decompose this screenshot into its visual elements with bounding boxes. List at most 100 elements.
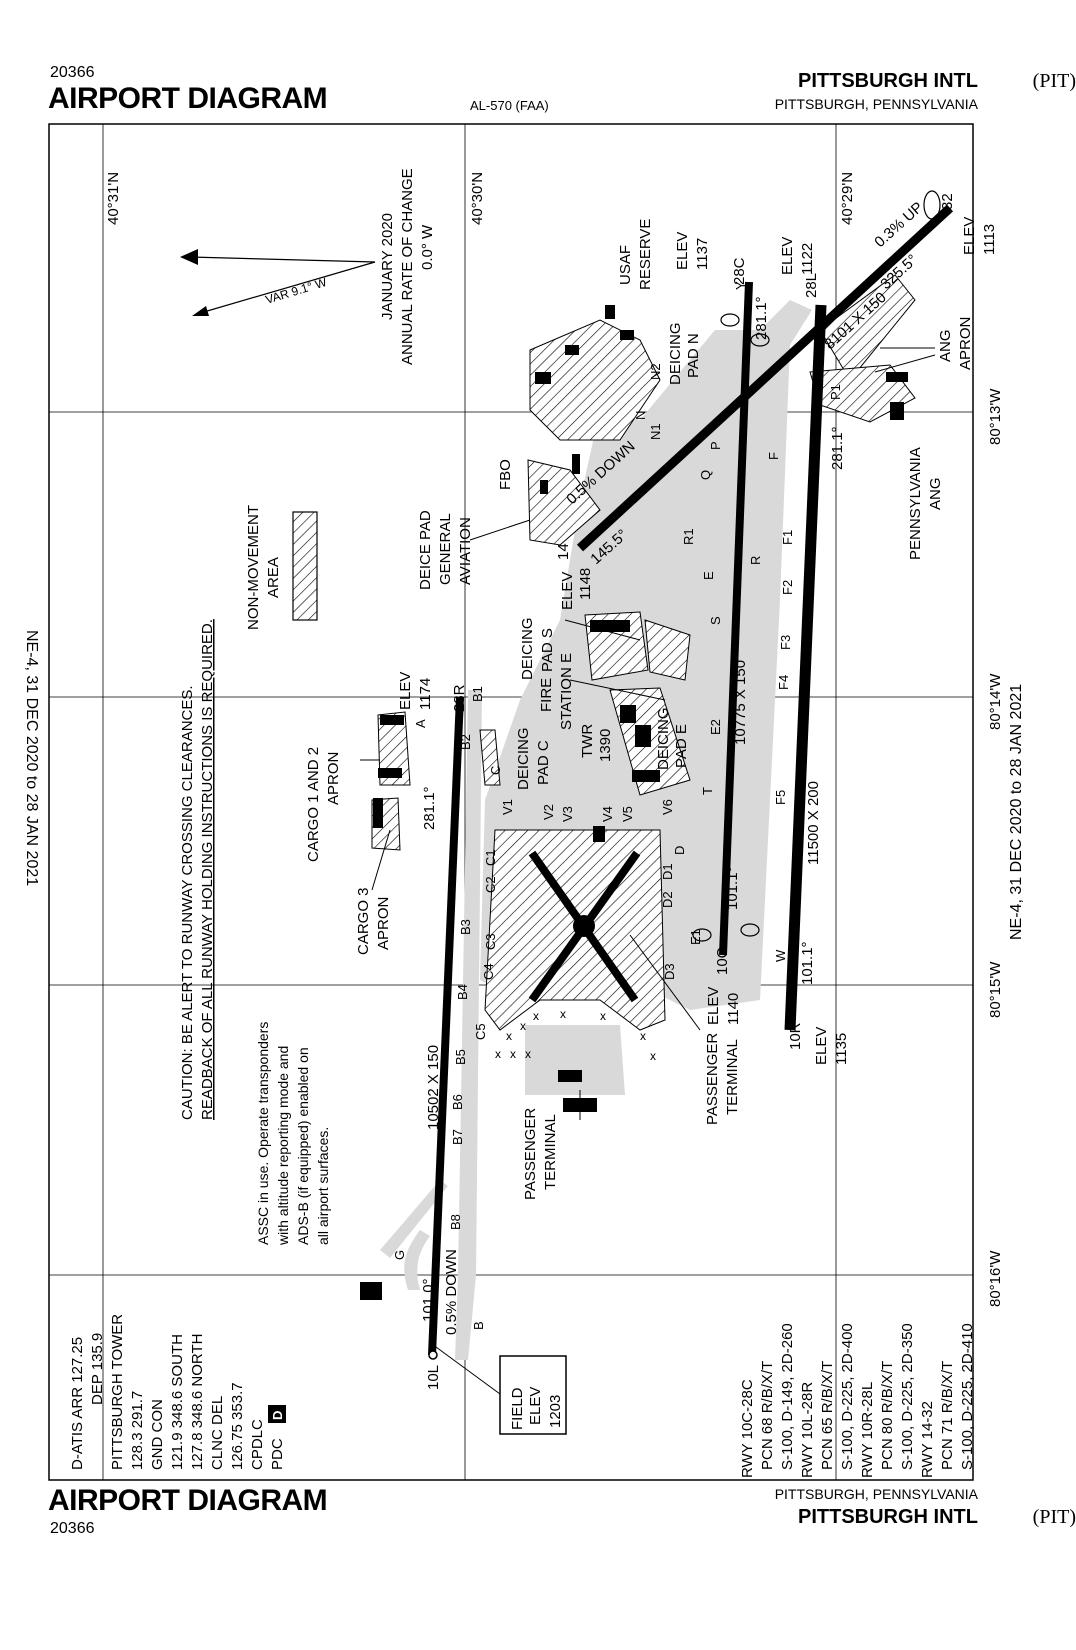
freq-gnd-north: 127.8 348.6 NORTH xyxy=(189,1334,206,1470)
rwy-data-0-l1: PCN 68 R/B/X/T xyxy=(759,1361,776,1470)
field-elev-line1: FIELD xyxy=(509,1387,526,1430)
rwy-data-2-l1: PCN 80 R/B/X/T xyxy=(879,1361,896,1470)
twy-v5: V5 xyxy=(620,806,635,822)
twy-n1: N1 xyxy=(648,423,663,440)
var-label: VAR 9.1° W xyxy=(264,275,329,307)
rwy-data-3-l1: PCN 71 R/B/X/T xyxy=(939,1361,956,1470)
twy-w: W xyxy=(773,949,788,962)
rwy-28l-elev: 1122 xyxy=(799,243,816,275)
deicing-c-label-2: PAD C xyxy=(535,740,552,785)
rwy-10l-dims: 10502 X 150 xyxy=(425,1045,442,1130)
deicing-c-label-1: DEICING xyxy=(515,727,532,790)
grid-label-lon-4: 80°16'W xyxy=(987,1250,1004,1307)
pa-ang-bldg xyxy=(890,402,904,420)
non-movement-line1: NON-MOVEMENT xyxy=(245,505,262,630)
runway-10l-28r xyxy=(428,696,464,1356)
rwy-28c-elev: 1137 xyxy=(694,238,711,270)
rwy-data-0-l2: S-100, D-149, 2D-260 xyxy=(779,1323,796,1470)
grid-label-lat-3: 40°29'N xyxy=(839,172,856,225)
grid-label-lon-3: 80°15'W xyxy=(987,961,1004,1018)
twy-c2: C2 xyxy=(483,876,498,893)
pax-term-1-label-1: PASSENGER xyxy=(522,1108,539,1200)
lighting-symbols xyxy=(692,190,941,942)
pa-ang-label-1: PENNSYLVANIA xyxy=(907,447,924,560)
twy-e1: E1 xyxy=(688,929,703,945)
field-elev-line2: ELEV xyxy=(527,1387,544,1425)
freq-gnd-label: GND CON xyxy=(149,1399,166,1470)
rwy-14-elev-word: ELEV xyxy=(559,572,576,610)
cargo3-label-1: CARGO 3 xyxy=(355,887,372,955)
rwy-data-2-rwy: RWY 10R-28L xyxy=(859,1382,876,1478)
rwy-28l-hdg: 281.1° xyxy=(829,426,846,470)
cargo12-label-1: CARGO 1 AND 2 xyxy=(305,747,322,862)
grid-label-lat-2: 40°30'N xyxy=(469,172,486,225)
twy-b3: B3 xyxy=(458,919,473,935)
deicing-e-bldg-2 xyxy=(632,770,660,782)
usaf-label-1: USAF xyxy=(617,245,634,285)
rwy-32-elev-word: ELEV xyxy=(961,217,978,255)
deicing-e-bldg xyxy=(635,725,651,747)
city-state-top: PITTSBURGH, PENNSYLVANIA xyxy=(774,96,978,112)
field-elev-line3: 1203 xyxy=(547,1395,564,1428)
fbo-label: FBO xyxy=(497,459,514,490)
deicing-n-label-2: PAD N xyxy=(685,333,702,378)
rwy-32-end: 32 xyxy=(939,193,956,210)
field-elev-box xyxy=(499,1355,567,1435)
fire-station-bldg xyxy=(620,705,636,723)
ang-apron-label-2: APRON xyxy=(957,317,974,370)
variation-line2: ANNUAL RATE OF CHANGE xyxy=(399,168,416,365)
svg-text:x: x xyxy=(495,1047,501,1061)
rwy-28c-hdg: 281.1° xyxy=(753,296,770,340)
caution-note-line2: READBACK OF ALL RUNWAY HOLDING INSTRUCTI… xyxy=(199,619,216,1120)
twy-e: E xyxy=(701,571,716,580)
pax-term-2-label-1: PASSENGER xyxy=(704,1033,721,1125)
twy-f5: F5 xyxy=(773,790,788,805)
rwy-data-1-l1: PCN 65 R/B/X/T xyxy=(819,1361,836,1470)
freq-tower: 128.3 291.7 xyxy=(129,1391,146,1470)
svg-text:x: x xyxy=(560,1007,566,1021)
terminal-hub xyxy=(573,915,595,937)
procedure-code: AL-570 (FAA) xyxy=(470,98,549,113)
twy-q: Q xyxy=(698,470,713,480)
fbo-bldg xyxy=(572,454,580,474)
deice-ga-label-3: AVIATION xyxy=(457,517,474,585)
city-state-bottom: PITTSBURGH, PENNSYLVANIA xyxy=(774,1486,978,1502)
freq-cpdlc: CPDLC xyxy=(249,1419,266,1470)
twy-n: N xyxy=(633,411,648,420)
svg-text:x: x xyxy=(510,1047,516,1061)
freq-dep: DEP 135.9 xyxy=(89,1333,106,1405)
rwy-14-end: 14 xyxy=(555,543,572,560)
svg-text:x: x xyxy=(506,1029,512,1043)
assc-line4: all airport surfaces. xyxy=(315,1127,331,1245)
runways xyxy=(428,204,954,1356)
fire-label-1: FIRE xyxy=(538,678,555,712)
usaf-apron xyxy=(529,319,661,441)
twy-f4: F4 xyxy=(776,675,791,690)
grid-label-lat-1: 40°31'N xyxy=(105,172,122,225)
twy-b: B xyxy=(471,1321,486,1330)
twr-label-2: 1390 xyxy=(597,729,614,762)
twy-c: C xyxy=(488,766,503,775)
twy-d: D xyxy=(672,846,687,855)
pax-term-1-label-2: TERMINAL xyxy=(542,1114,559,1190)
twy-c3: C3 xyxy=(483,933,498,950)
airport-name-bottom: PITTSBURGH INTL xyxy=(798,1506,978,1528)
svg-text:x: x xyxy=(640,1029,646,1043)
runway-10r-28l xyxy=(784,304,827,1031)
caution-note-line1: CAUTION: BE ALERT TO RUNWAY CROSSING CLE… xyxy=(179,685,196,1120)
buildings xyxy=(360,305,908,1300)
ga-hangar xyxy=(360,1282,382,1300)
twy-b7: B7 xyxy=(450,1129,465,1145)
chart-id-top: 20366 xyxy=(50,64,95,81)
deicing-pad-c xyxy=(479,729,501,786)
rwy-10r-elev-word: ELEV xyxy=(813,1027,830,1065)
rwy-10r-end: 10R xyxy=(787,1022,804,1050)
airport-code-bottom: (PIT) xyxy=(1032,1506,1076,1528)
rwy-28r-elev: 1174 xyxy=(417,678,434,710)
cpdlc-badge-letter: D xyxy=(270,1411,285,1420)
pa-ang-label-2: ANG xyxy=(927,477,944,510)
twy-b5: B5 xyxy=(453,1049,468,1065)
field-elev-leader xyxy=(435,1346,501,1395)
